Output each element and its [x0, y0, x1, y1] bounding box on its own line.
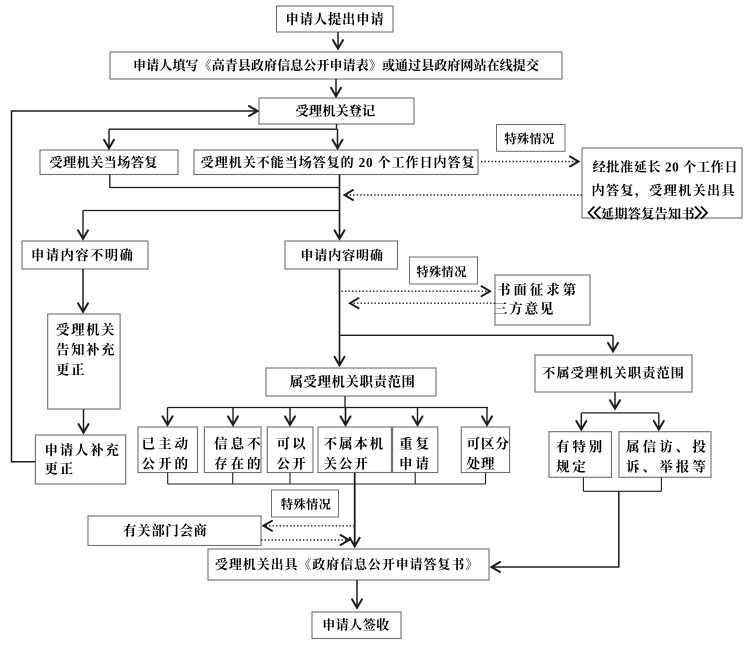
svg-text:书面征求第: 书面征求第 — [497, 282, 579, 298]
svg-text:重复: 重复 — [399, 436, 432, 452]
svg-text:有关部门会商: 有关部门会商 — [123, 523, 208, 539]
svg-text:特殊情况: 特殊情况 — [504, 131, 554, 146]
svg-text:公开: 公开 — [277, 457, 308, 472]
svg-text:诉、举报等: 诉、举报等 — [626, 459, 709, 475]
svg-text:有特别: 有特别 — [556, 439, 605, 455]
svg-text:特殊情况: 特殊情况 — [281, 497, 331, 512]
svg-text:申请人提出申请: 申请人提出申请 — [286, 11, 385, 27]
svg-text:可以: 可以 — [277, 436, 308, 452]
svg-text:存在的: 存在的 — [214, 456, 263, 472]
svg-text:受理机关不能当场答复的 20 个工作日内答复: 受理机关不能当场答复的 20 个工作日内答复 — [201, 154, 476, 170]
svg-text:公开的: 公开的 — [142, 457, 191, 472]
svg-text:申请内容不明确: 申请内容不明确 — [31, 247, 134, 263]
svg-text:信息不: 信息不 — [214, 436, 263, 452]
svg-text:延期答复告知书: 延期答复告知书 — [601, 206, 695, 222]
svg-text:关公开: 关公开 — [324, 456, 370, 472]
svg-text:受理机关当场答复: 受理机关当场答复 — [50, 154, 158, 170]
svg-text:处理: 处理 — [467, 456, 496, 472]
svg-text:已主动: 已主动 — [142, 436, 191, 452]
svg-text:更正: 更正 — [56, 363, 86, 378]
svg-text:申请人填写《高青县政府信息公开申请表》或通过县政府网站在线提: 申请人填写《高青县政府信息公开申请表》或通过县政府网站在线提交 — [133, 57, 540, 73]
svg-text:受理机关: 受理机关 — [56, 322, 116, 338]
svg-text:申请人签收: 申请人签收 — [322, 616, 389, 632]
svg-text:规定: 规定 — [556, 459, 589, 475]
svg-text:内答复，受理机关出具: 内答复，受理机关出具 — [592, 182, 737, 199]
svg-text:申请: 申请 — [399, 456, 432, 472]
svg-text:不属受理机关职责范围: 不属受理机关职责范围 — [542, 365, 685, 381]
svg-text:申请人补充: 申请人补充 — [45, 442, 121, 458]
svg-text:更正: 更正 — [45, 462, 75, 477]
svg-text:受理机关出具《政府信息公开申请答复书》: 受理机关出具《政府信息公开申请答复书》 — [215, 557, 479, 573]
svg-text:可区分: 可区分 — [467, 436, 510, 452]
svg-text:告知补充: 告知补充 — [56, 342, 116, 358]
svg-text:特殊情况: 特殊情况 — [416, 264, 466, 279]
svg-text:申请内容明确: 申请内容明确 — [300, 247, 383, 263]
svg-text:受理机关登记: 受理机关登记 — [296, 103, 376, 119]
svg-text:经批准延长 20 个工作日: 经批准延长 20 个工作日 — [593, 159, 739, 175]
svg-text:不属本机: 不属本机 — [324, 436, 386, 452]
svg-text:三方意见: 三方意见 — [494, 301, 555, 317]
svg-text:属受理机关职责范围: 属受理机关职责范围 — [290, 373, 416, 389]
svg-text:属信访、投: 属信访、投 — [626, 439, 709, 455]
